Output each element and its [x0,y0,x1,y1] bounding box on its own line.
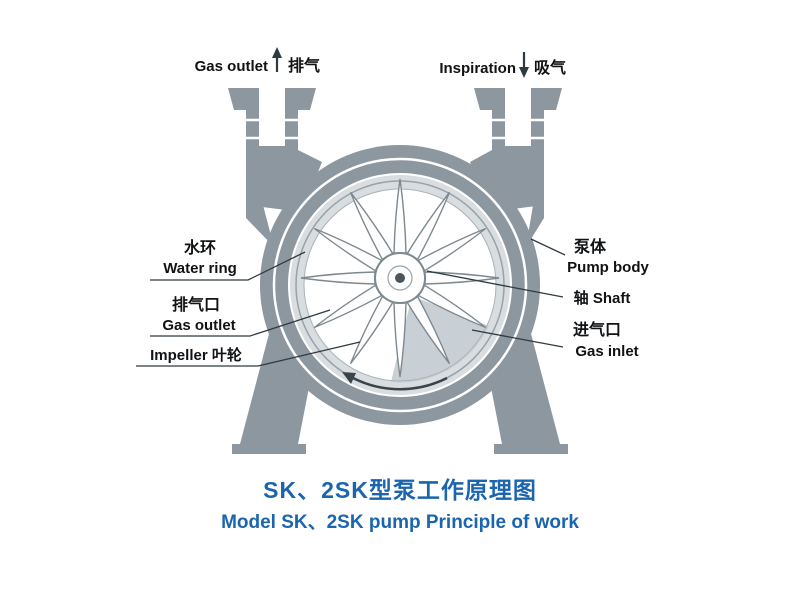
shaft-bore [387,265,413,291]
casing-groove [272,157,528,413]
pump-body-leader [530,238,566,256]
pump-body-label-zh: 泵体 [573,237,607,256]
gas-outlet-top-label-en: Gas outlet [195,58,268,75]
inspiration-top-label-en: Inspiration [439,60,516,77]
left-foot [232,444,306,454]
title-block: SK、2SK型泵工作原理图 Model SK、2SK pump Principl… [221,477,579,533]
pump-body-label-en: Pump body [567,259,649,276]
leader-lines [136,238,566,367]
right-labels: 泵体 Pump body 轴 Shaft 进气口 Gas inlet [567,237,649,360]
down-arrow-icon [519,52,529,78]
water-ring-leader [150,251,306,281]
left-labels: 水环 Water ring 排气口 Gas outlet Impeller 叶轮 [150,238,242,364]
water-ring-label-zh: 水环 [184,238,216,257]
title-line-2: Model SK、2SK pump Principle of work [221,512,579,533]
rotation-arrow-icon [342,372,448,391]
shaft-center [395,273,405,283]
impeller-leader [136,341,361,367]
up-arrow-icon [272,47,282,72]
shaft-leader [426,270,564,298]
left-pipe-channel [259,88,285,146]
title-line-1: SK、2SK型泵工作原理图 [263,477,537,503]
left-fillet [246,140,274,247]
right-pipe-channel [505,88,531,146]
impeller [300,178,500,378]
gas-inlet-port-leader [471,329,564,348]
shaft-label: 轴 Shaft [574,289,631,307]
gas-outlet-port-label-zh: 排气口 [172,295,220,314]
impeller-label: Impeller 叶轮 [150,346,242,364]
top-labels: Gas outlet 排气 Inspiration 吸气 [195,47,566,78]
water-ring-label-en: Water ring [163,260,237,277]
gas-outlet-port-label-en: Gas outlet [162,317,235,334]
gas-outlet-top-label-zh: 排气 [288,56,320,75]
gas-inlet-port-label-en: Gas inlet [575,343,638,360]
interior [290,174,511,395]
right-fillet [526,140,544,247]
gas-inlet-port-label-zh: 进气口 [573,320,621,339]
right-foot [494,444,568,454]
inspiration-top-label-zh: 吸气 [534,58,566,77]
gas-outlet-port-leader [150,309,331,337]
